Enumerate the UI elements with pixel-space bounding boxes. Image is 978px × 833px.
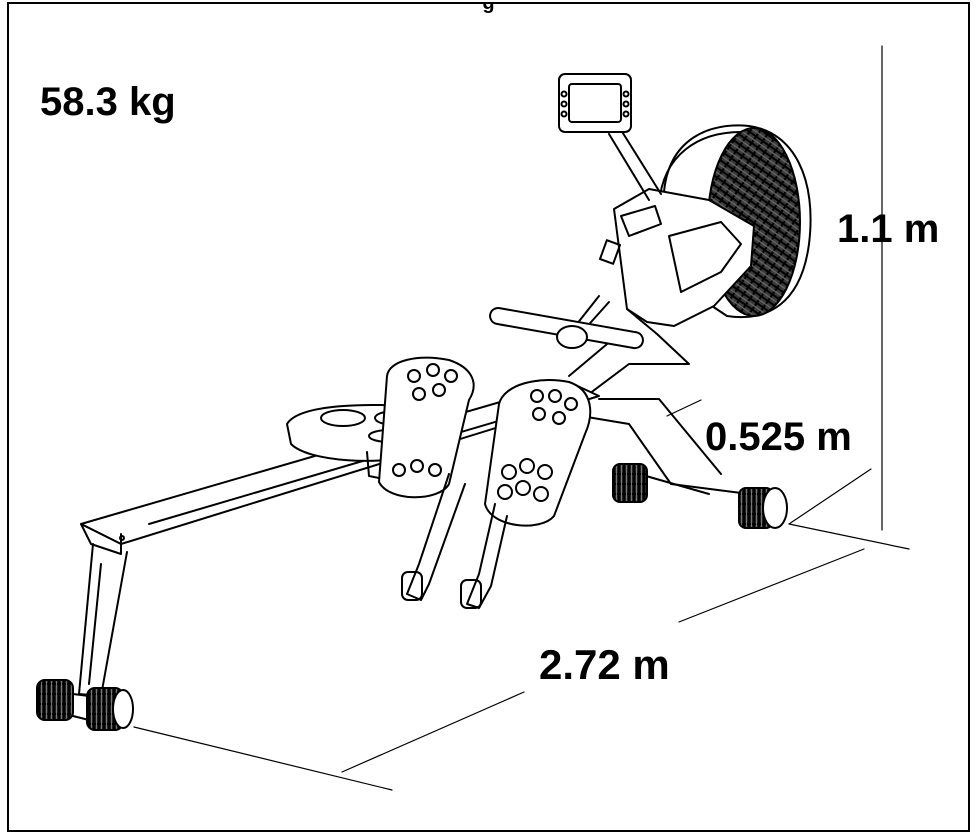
weight-label: 58.3 kg xyxy=(40,80,176,124)
rear-wheels xyxy=(612,463,788,529)
front-leg xyxy=(78,543,128,697)
diagram-title: g xyxy=(482,2,495,14)
rowing-machine-drawing xyxy=(36,45,910,791)
front-wheels xyxy=(36,679,134,731)
main-housing xyxy=(599,188,755,327)
length-label: 2.72 m xyxy=(539,641,670,688)
width-label: 0.525 m xyxy=(705,415,852,459)
center-legs xyxy=(401,473,508,609)
monorail xyxy=(80,381,600,555)
dimension-lines xyxy=(133,45,910,791)
handle-bar xyxy=(489,295,644,350)
height-label: 1.1 m xyxy=(837,207,940,251)
console xyxy=(558,73,662,201)
foot-plates xyxy=(378,356,592,527)
diagram-frame: g xyxy=(7,2,970,832)
